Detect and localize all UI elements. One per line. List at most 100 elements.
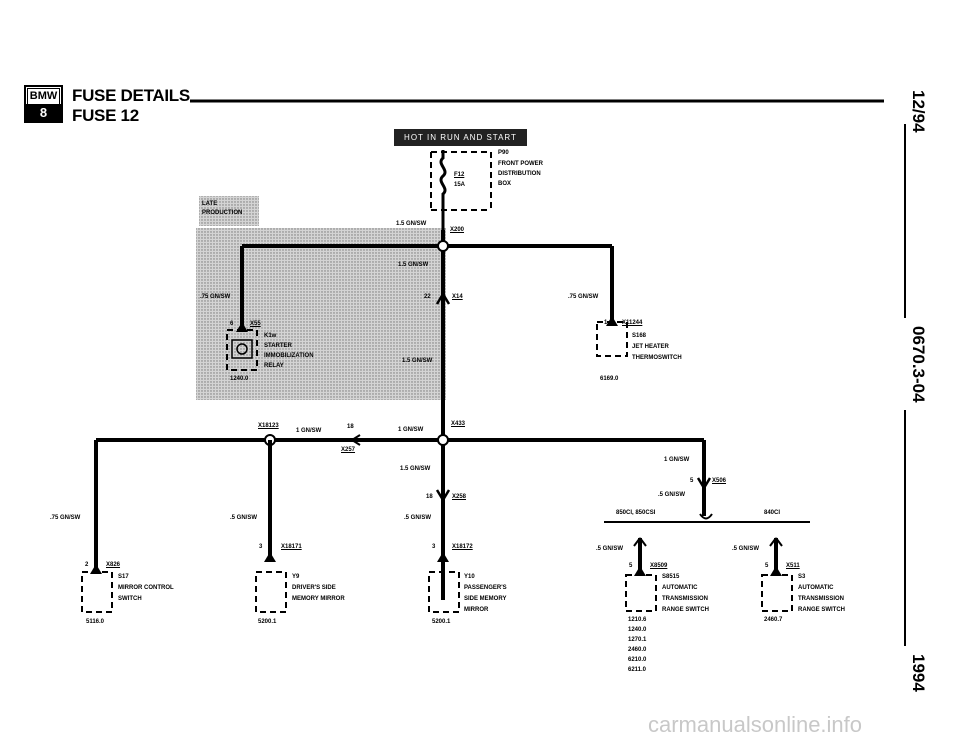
s8515-ref-3: 1270.1 <box>628 637 647 643</box>
y10-desc-3: MIRROR <box>464 607 489 613</box>
x506-wire-in: 1 GN/SW <box>664 457 690 463</box>
k1w-desc-2: IMMOBILIZATION <box>264 353 314 359</box>
wire-0-5-trunk: .5 GN/SW <box>404 515 432 521</box>
branch-840-label: 840CI <box>764 510 781 516</box>
x826-label: X826 <box>106 562 121 568</box>
x258-pin: 18 <box>426 494 433 500</box>
s8515-comp-id: S8515 <box>662 574 680 580</box>
x18171-label: X18171 <box>281 544 302 550</box>
s3-wire: .5 GN/SW <box>732 546 760 552</box>
s8515-ref-5: 6210.0 <box>628 657 647 663</box>
fuse-box-p90 <box>430 151 492 211</box>
s3-pin: 5 <box>765 563 769 569</box>
k1w-pin: 6 <box>230 321 234 327</box>
s8515-desc-3: RANGE SWITCH <box>662 607 709 613</box>
logo-bottom-text: 8 <box>26 104 61 121</box>
y9-comp-id: Y9 <box>292 574 300 580</box>
wire-1-b: 1 GN/SW <box>296 428 322 434</box>
x11244-label: X11244 <box>622 320 643 326</box>
page-subtitle: FUSE 12 <box>72 106 139 125</box>
x8509-label: X8509 <box>650 563 668 569</box>
s17-ref: 5116.0 <box>86 619 105 625</box>
x14-pin: 22 <box>424 294 431 300</box>
splice-arrow-a <box>633 537 647 547</box>
s168-wire: .75 GN/SW <box>568 294 599 300</box>
s3-comp-id: S3 <box>798 574 806 580</box>
branch-850-label: 850CI, 850CSI <box>616 510 656 516</box>
x506-wire-out: .5 GN/SW <box>658 492 686 498</box>
k1w-comp-id: K1w <box>264 333 277 339</box>
x506-pin: 5 <box>690 478 694 484</box>
late-production-label-shading <box>199 196 259 226</box>
bmw-logo: BMW 8 <box>24 85 63 123</box>
x511-label: X511 <box>786 563 800 569</box>
fuse-id: F12 <box>454 172 465 178</box>
y9-desc-1: DRIVER'S SIDE <box>292 585 336 591</box>
connector-x14-symbol <box>435 291 451 305</box>
s168-desc-1: JET HEATER <box>632 344 669 350</box>
x257-label: X257 <box>341 447 356 453</box>
late-production-shading <box>196 228 446 400</box>
connector-x257-symbol <box>350 434 361 446</box>
box-s3 <box>761 574 793 612</box>
x18172-label: X18172 <box>452 544 473 550</box>
watermark: carmanualsonline.info <box>648 712 863 737</box>
x55-connector: X55 <box>250 321 261 327</box>
pin-markers <box>90 316 782 576</box>
p90-label: P90 <box>498 150 509 156</box>
s168-comp-id: S168 <box>632 333 647 339</box>
late-production-line2: PRODUCTION <box>202 210 243 216</box>
s8515-ref-2: 1240.0 <box>628 627 647 633</box>
splice-arrow-b <box>769 537 783 547</box>
s17-pin: 2 <box>85 562 89 568</box>
x433-label: X433 <box>451 421 466 427</box>
s168-pin: 1 <box>604 320 608 326</box>
x200-label: X200 <box>450 227 465 233</box>
s168-desc-2: THERMOSWITCH <box>632 355 682 361</box>
power-condition-banner: HOT IN RUN AND START <box>394 129 527 146</box>
s17-comp-id: S17 <box>118 574 129 580</box>
wire-1-5-c: 1.5 GN/SW <box>402 358 433 364</box>
y9-wire: .5 GN/SW <box>230 515 258 521</box>
s168-ref: 6169.0 <box>600 376 619 382</box>
wire-1-5-d: 1.5 GN/SW <box>400 466 431 472</box>
relay-coil-icon <box>231 339 253 359</box>
splice-x200-node <box>437 240 449 252</box>
y9-ref: 5200.1 <box>258 619 277 625</box>
wire-1-5-a: 1.5 GN/SW <box>396 221 427 227</box>
s17-wire: .75 GN/SW <box>50 515 81 521</box>
s8515-pin: 5 <box>629 563 633 569</box>
late-production-line1: LATE <box>202 201 218 207</box>
x258-label: X258 <box>452 494 467 500</box>
relay-icon-circle <box>236 343 248 355</box>
box-y10 <box>428 571 460 613</box>
s17-desc-2: SWITCH <box>118 596 142 602</box>
y10-desc-1: PASSENGER'S <box>464 585 507 591</box>
connector-x258-symbol <box>435 489 451 503</box>
k1w-wire-label: .75 GN/SW <box>200 294 231 300</box>
box-y9 <box>255 571 287 613</box>
box-s168 <box>596 321 628 357</box>
y10-pin: 3 <box>432 544 436 550</box>
y10-desc-2: SIDE MEMORY <box>464 596 507 602</box>
s17-desc-1: MIRROR CONTROL <box>118 585 174 591</box>
x257-pin: 18 <box>347 424 354 430</box>
page-title: FUSE DETAILS <box>72 86 190 105</box>
splice-x433-node <box>437 434 449 446</box>
option-branch-split <box>699 513 713 520</box>
y10-ref: 5200.1 <box>432 619 451 625</box>
box-s8515 <box>625 574 657 612</box>
s8515-desc-2: TRANSMISSION <box>662 596 709 602</box>
s8515-ref-1: 1210.6 <box>628 617 647 623</box>
k1w-desc-1: STARTER <box>264 343 292 349</box>
y10-comp-id: Y10 <box>464 574 475 580</box>
wire-1-5-b: 1.5 GN/SW <box>398 262 429 268</box>
k1w-ref: 1240.0 <box>230 376 249 382</box>
box-s17 <box>81 571 113 613</box>
y9-pin: 3 <box>259 544 263 550</box>
connector-x506-symbol <box>696 477 712 491</box>
x14-label: X14 <box>452 294 463 300</box>
x18123-label: X18123 <box>258 423 279 429</box>
